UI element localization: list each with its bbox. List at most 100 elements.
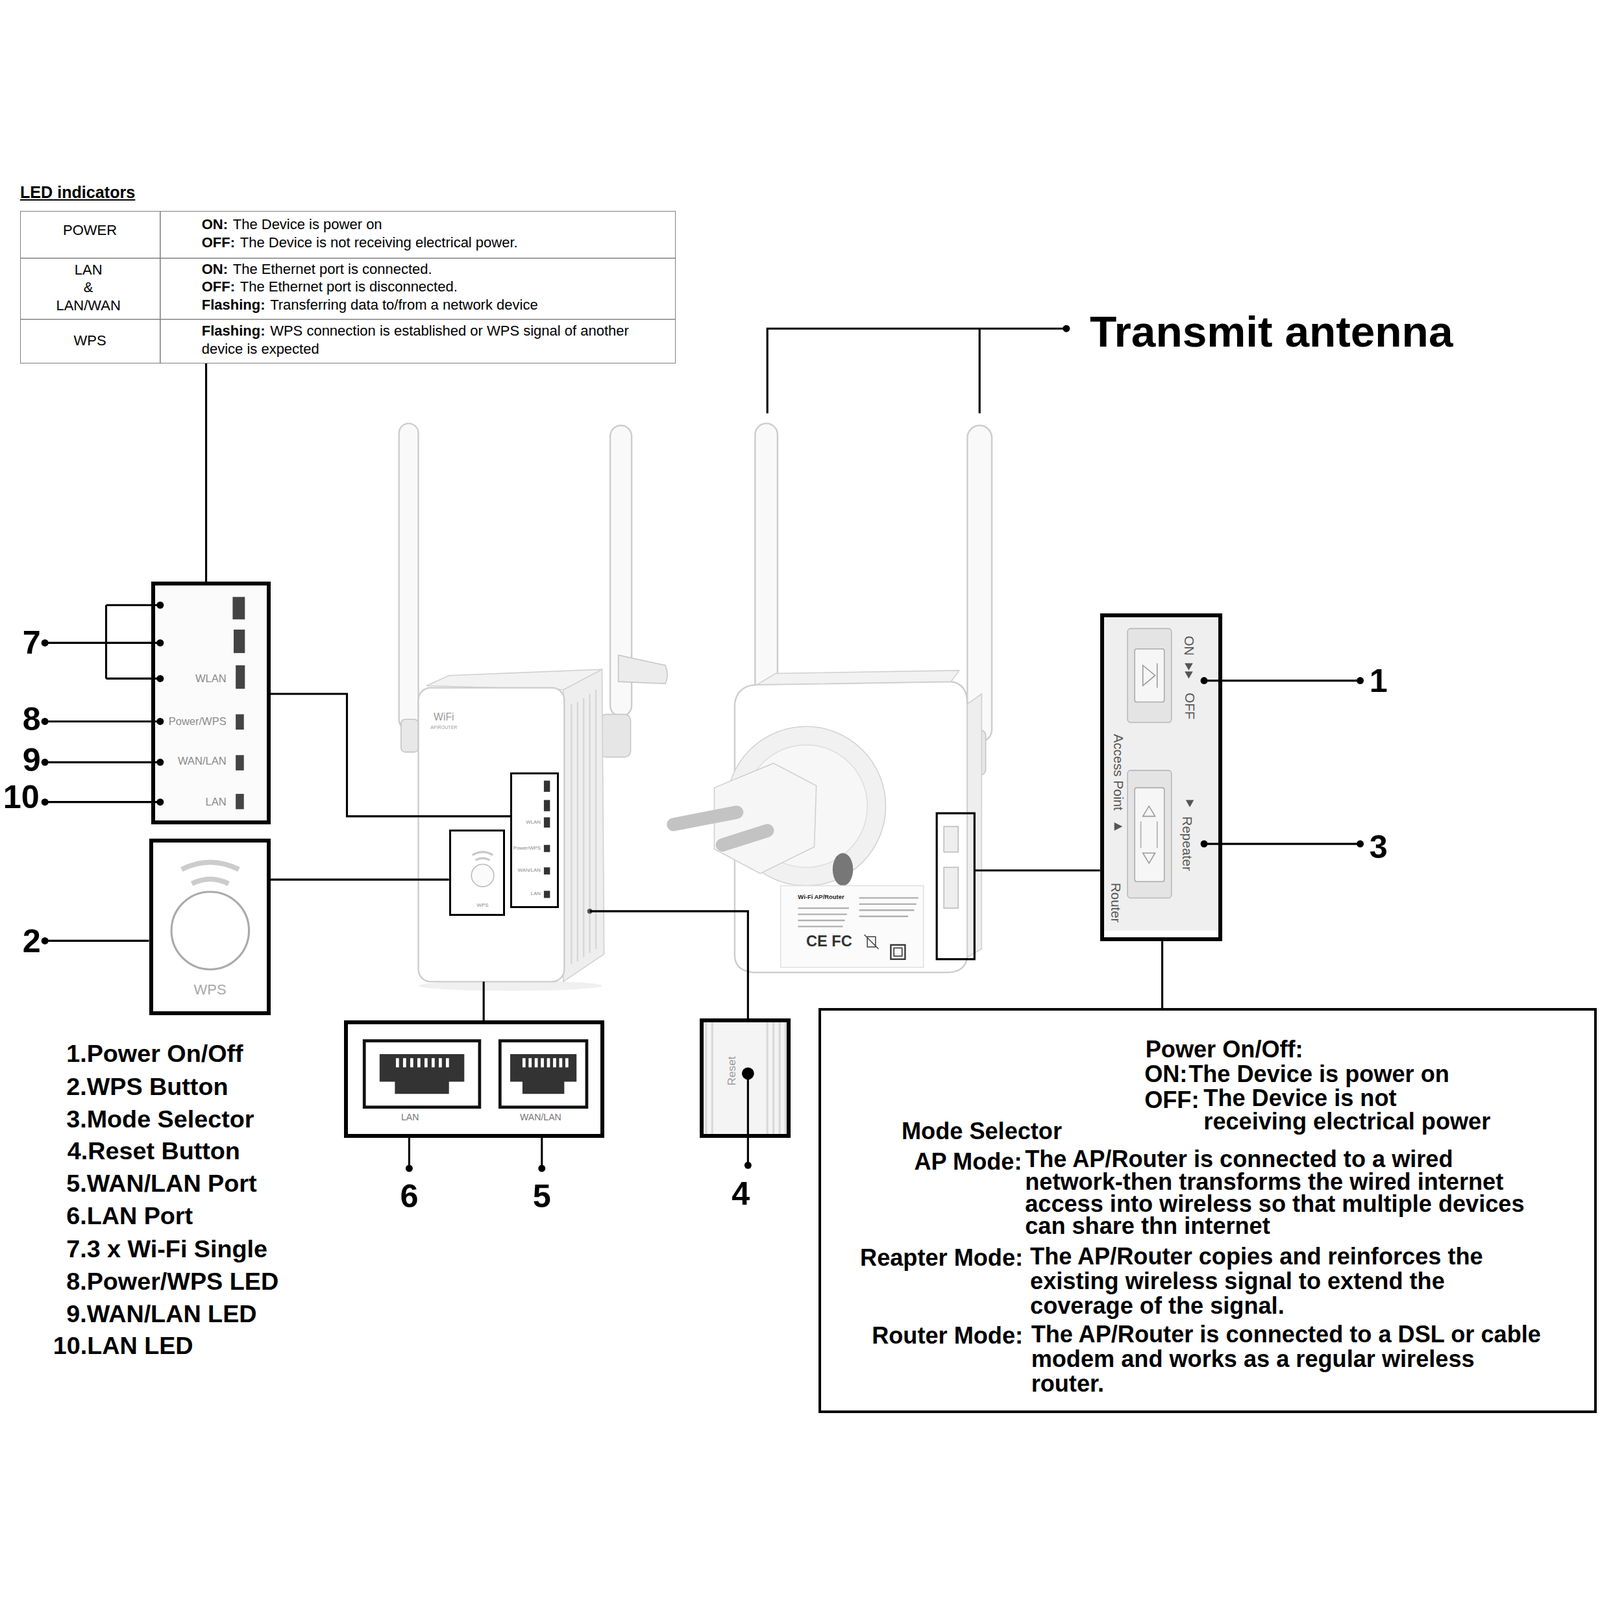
leader-dot xyxy=(41,758,49,766)
text-line: WPS xyxy=(462,902,504,909)
reset-ribs xyxy=(704,1022,707,1135)
text-line: Flashing:Transferring data to/from a net… xyxy=(201,296,672,313)
front-device xyxy=(472,852,493,856)
led-marks xyxy=(233,629,245,653)
front-device xyxy=(570,704,572,965)
ethernet-port xyxy=(424,1058,428,1068)
part-list-item: 5.WAN/LAN Port xyxy=(66,1169,393,1198)
switch-symbol xyxy=(1127,770,1172,899)
port-label: WAN/LAN xyxy=(519,1111,562,1123)
description-box: Power On/Off:ON:The Device is power onOF… xyxy=(818,1008,1597,1414)
back-device xyxy=(859,909,915,911)
text-line: ON: The Ethernet port is connected. xyxy=(201,260,672,278)
text-line: WAN/LAN xyxy=(155,754,227,768)
leader-line xyxy=(44,800,161,803)
front-device xyxy=(563,669,605,982)
leader-connector xyxy=(270,878,450,881)
switch-symbol xyxy=(1143,665,1156,686)
front-device xyxy=(577,702,579,962)
leader-dot xyxy=(538,1165,546,1173)
back-device xyxy=(864,934,879,949)
front-device xyxy=(475,858,491,861)
ethernet-port xyxy=(510,1054,577,1094)
switch-symbol xyxy=(1114,822,1123,831)
text-line: Access Point xyxy=(1110,726,1127,818)
back-device xyxy=(859,903,917,905)
table-cell: OFF: xyxy=(201,234,235,251)
switch-symbol xyxy=(1143,852,1156,864)
table-cell: ON: xyxy=(201,260,228,278)
table-grid xyxy=(20,210,676,363)
back-device xyxy=(673,423,992,973)
back-device xyxy=(832,852,853,886)
leader-line xyxy=(747,1073,750,1166)
callout-number: 1 xyxy=(1353,662,1405,700)
table-cell: The Ethernet port is disconnected. xyxy=(240,278,458,295)
callout-number: 8 xyxy=(5,700,58,739)
text-line: LAN xyxy=(510,890,541,897)
text-line: ON:The Device is power on xyxy=(201,216,672,233)
text-line: Mode Selector xyxy=(901,1117,1157,1145)
panel-ground xyxy=(151,581,271,825)
table-cell: POWER xyxy=(62,221,117,239)
text-line: LAN & LAN/WAN xyxy=(52,260,124,315)
switch-symbol xyxy=(1134,649,1165,703)
text-line: LED indicators xyxy=(20,183,265,202)
switch-symbol xyxy=(1184,671,1194,679)
back-device xyxy=(797,913,847,915)
wps-button-symbol xyxy=(192,878,230,884)
text-line: WLAN xyxy=(155,672,227,685)
button-label: Reset xyxy=(725,1056,739,1086)
table-cell: WPS connection is established or WPS sig… xyxy=(201,322,629,357)
ethernet-port xyxy=(403,1058,407,1068)
ethernet-port xyxy=(410,1058,414,1068)
back-device xyxy=(722,830,768,846)
back-device xyxy=(943,867,959,909)
part-list-item: 3.Mode Selector xyxy=(66,1105,393,1134)
front-device xyxy=(543,800,550,812)
device-wps-area: WPS xyxy=(449,829,505,916)
description-text: AP Mode: xyxy=(914,1148,1023,1175)
ethernet-port xyxy=(547,1058,551,1068)
callout-number: 10 xyxy=(3,778,50,816)
callout-number: 4 xyxy=(715,1174,767,1213)
text-line: WAN/LAN xyxy=(510,867,541,874)
reset-ribs xyxy=(772,1022,775,1135)
back-device xyxy=(943,826,959,852)
front-device xyxy=(599,713,631,757)
leader-line xyxy=(540,1137,543,1169)
text-line: AP Mode: xyxy=(817,1148,1022,1176)
switch-symbol xyxy=(1143,806,1156,817)
ethernet-port xyxy=(558,1058,563,1068)
text-line: The AP/Router copies and reinforces the … xyxy=(1030,1244,1505,1319)
text-line: Flashing:WPS connection is established o… xyxy=(201,321,652,358)
ethernet-port xyxy=(534,1058,539,1068)
table-cell: Transferring data to/from a network devi… xyxy=(270,296,538,313)
table-cell: The Ethernet port is connected. xyxy=(233,260,433,278)
leader-dot xyxy=(405,1165,413,1173)
switch-symbol xyxy=(1184,663,1194,671)
ethernet-port xyxy=(431,1058,435,1068)
switch-symbol xyxy=(1156,821,1158,849)
ethernet-port xyxy=(364,1041,587,1108)
front-device xyxy=(543,817,550,828)
led-label: LAN xyxy=(205,795,227,808)
switch-label: Router xyxy=(1108,882,1123,923)
leader-dot xyxy=(1200,676,1208,685)
wps-button-zoom: WPS xyxy=(149,838,271,1016)
table-cell: The Device is not receiving electrical p… xyxy=(240,234,518,251)
switch-symbol xyxy=(1185,800,1195,808)
ethernet-port xyxy=(364,1041,480,1108)
panel-ground xyxy=(699,1018,791,1138)
leader-connector xyxy=(270,693,511,817)
table-cell: LAN & LAN/WAN xyxy=(55,261,121,314)
panel-ground xyxy=(1100,613,1223,931)
back-device xyxy=(859,897,919,899)
led-marks xyxy=(232,597,245,620)
switch-symbol xyxy=(1134,787,1165,883)
led-marks xyxy=(235,793,245,810)
wps-button-symbol xyxy=(171,891,249,970)
led-indicator-table: LED indicatorsPOWERON:The Device is powe… xyxy=(20,210,676,363)
table-cell: OFF: xyxy=(201,278,235,295)
leader-connector xyxy=(205,363,208,582)
